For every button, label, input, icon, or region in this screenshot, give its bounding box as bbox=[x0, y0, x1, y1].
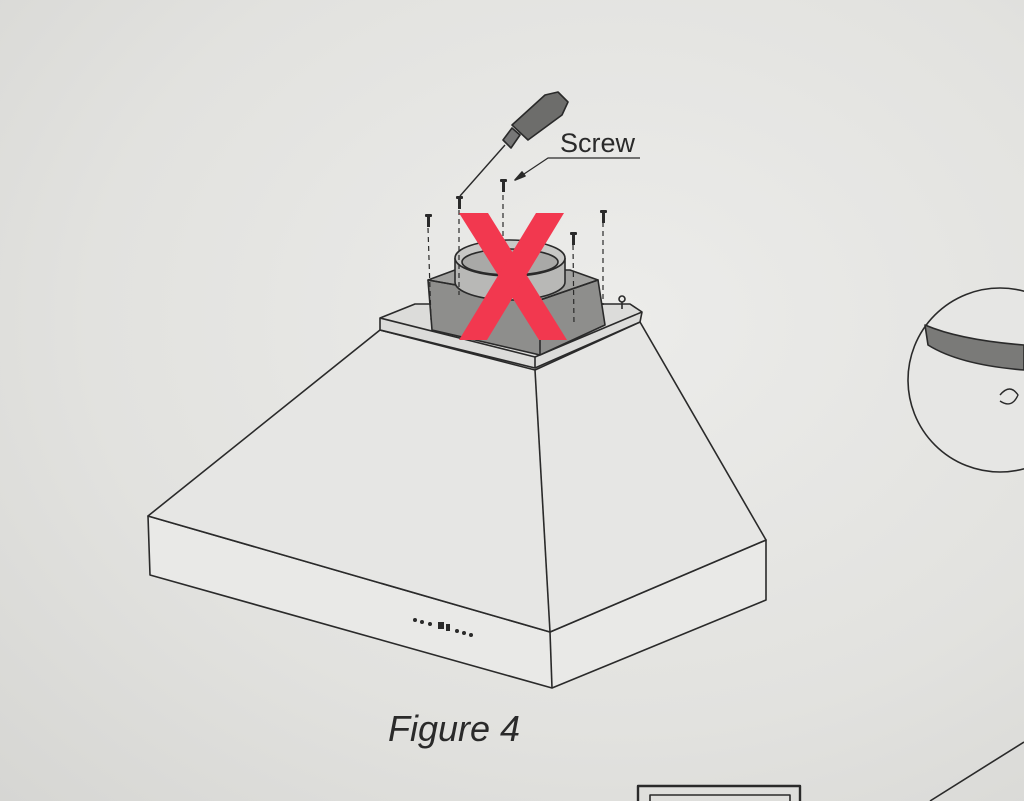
detail-magnifier-circle bbox=[907, 287, 1024, 473]
screws bbox=[427, 195, 604, 326]
next-figure-fragment bbox=[636, 741, 1024, 801]
screw-icons bbox=[425, 179, 607, 245]
control-panel-buttons bbox=[413, 618, 473, 637]
red-x-mark bbox=[459, 213, 567, 340]
keyhole-icon bbox=[618, 295, 626, 309]
screwdriver-icon bbox=[459, 91, 569, 197]
figure-caption: Figure 4 bbox=[388, 708, 521, 749]
hood-canopy bbox=[147, 321, 767, 633]
screw-label: Screw bbox=[560, 128, 636, 158]
screw-label-leader bbox=[514, 157, 640, 181]
